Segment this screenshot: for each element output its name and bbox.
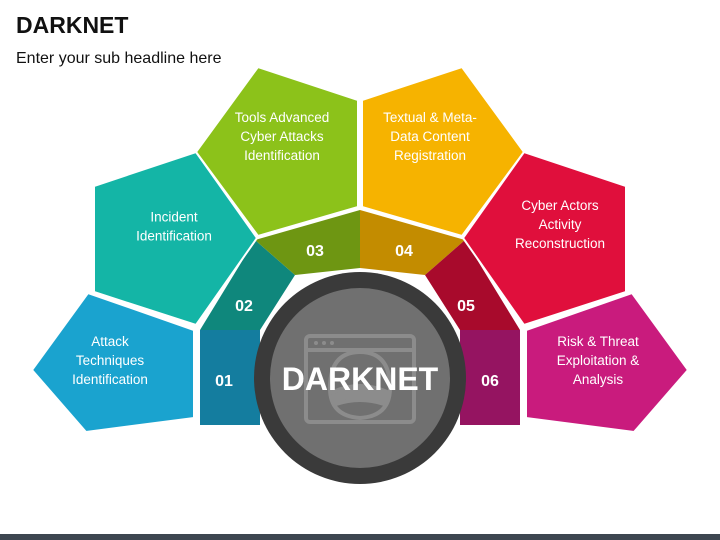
pentagon-06[interactable]	[525, 291, 690, 434]
page-title: DARKNET	[16, 12, 129, 38]
step-number-02: 02	[235, 298, 253, 315]
segment-02[interactable]	[200, 240, 295, 330]
segment-05[interactable]	[425, 240, 520, 330]
page-subtitle: Enter your sub headline here	[16, 50, 222, 67]
step-label-03-line: Cyber Attacks	[240, 129, 324, 144]
footer-bar	[0, 534, 720, 540]
pentagon-03[interactable]	[194, 65, 359, 238]
step-label-04-line: Registration	[394, 148, 466, 163]
step-label-03-line: Tools Advanced	[235, 110, 330, 125]
segment-04[interactable]	[360, 210, 465, 275]
step-number-05: 05	[457, 298, 475, 315]
step-label-04-line: Data Content	[390, 129, 470, 144]
segment-06[interactable]	[460, 330, 520, 425]
step-label-03-line: Identification	[244, 148, 320, 163]
masked-hacker-browser-icon	[304, 334, 416, 424]
segment-ring	[200, 210, 520, 425]
step-number-06: 06	[481, 373, 499, 390]
step-number-03: 03	[306, 243, 324, 260]
step-label-01-line: Identification	[72, 372, 148, 387]
pentagon-01[interactable]	[30, 291, 195, 434]
step-label-06-line: Risk & Threat	[557, 334, 639, 349]
step-label-01-line: Attack	[91, 334, 129, 349]
pentagon-02[interactable]	[93, 150, 259, 327]
pentagon-04[interactable]	[361, 65, 526, 238]
step-number-01: 01	[215, 373, 233, 390]
step-numbers: 01 02 03 04 05 06	[215, 243, 499, 390]
pentagon-group	[30, 65, 690, 434]
step-label-01-line: Techniques	[76, 353, 145, 368]
step-label-02-line: Identification	[136, 229, 212, 244]
step-label-05-line: Activity	[539, 217, 582, 232]
step-label-06-line: Analysis	[573, 372, 624, 387]
center-label: DARKNET	[282, 361, 439, 397]
step-label-04-line: Textual & Meta-	[383, 110, 477, 125]
step-label-05-line: Cyber Actors	[521, 198, 599, 213]
step-label-02-line: Incident	[150, 210, 198, 225]
center-hub: DARKNET	[254, 272, 466, 484]
step-number-04: 04	[395, 243, 413, 260]
segment-01[interactable]	[200, 330, 260, 425]
segment-03[interactable]	[255, 210, 360, 275]
step-label-05-line: Reconstruction	[515, 236, 605, 251]
step-label-06-line: Exploitation &	[557, 353, 640, 368]
pentagon-05[interactable]	[461, 150, 627, 327]
